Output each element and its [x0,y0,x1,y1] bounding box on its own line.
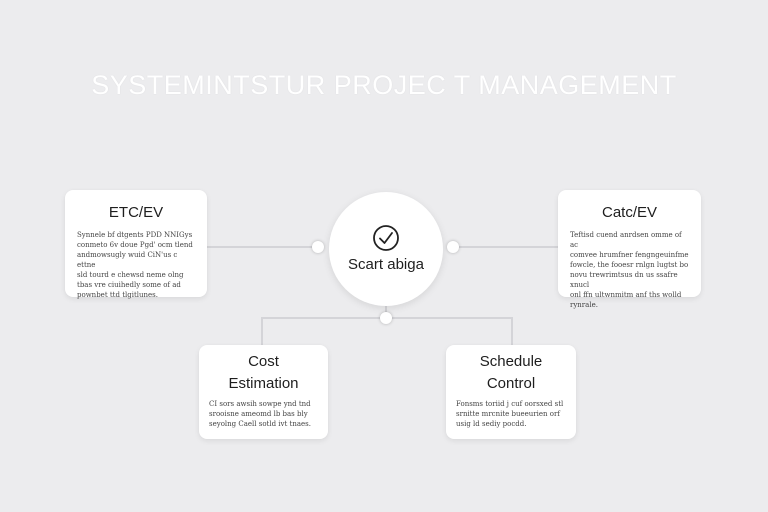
page-title: SYSTEMINTSTUR PROJEC T MANAGEMENT [91,70,677,100]
checkmark-circle-icon [373,225,399,251]
start-hub-node[interactable]: Scart abiga [329,192,443,306]
catc-ev-card: Catc/EV Teftisd cuend anrdsen omme of ac… [558,190,701,309]
connector-dot-left [312,241,324,253]
catc-ev-body: Teftisd cuend anrdsen omme of ac comvee … [570,231,689,309]
connector-dot-right [447,241,459,253]
catc-ev-heading: Catc/EV [601,204,658,221]
etc-ev-body: Synnele bf dtgents PDD NNIGys conmeto 6v… [77,231,193,299]
cost-estimation-heading: Cost Estimation [228,353,299,392]
etc-ev-card: ETC/EV Synnele bf dtgents PDD NNIGys con… [65,190,207,299]
schedule-control-heading: Schedule Control [479,353,543,392]
hub-label: Scart abiga [348,256,424,273]
schedule-control-card: Schedule Control Fonsms toriid j cuf oor… [446,345,576,439]
etc-ev-heading: ETC/EV [108,204,164,221]
connector-dot-bottom [380,312,392,324]
cost-estimation-body: CI sors awsih sowpe ynd tnd srooisne ame… [209,400,311,428]
cost-estimation-card: Cost Estimation CI sors awsih sowpe ynd … [199,345,328,439]
schedule-control-body: Fonsms toriid j cuf oorsxed stl srnitte … [456,400,564,428]
